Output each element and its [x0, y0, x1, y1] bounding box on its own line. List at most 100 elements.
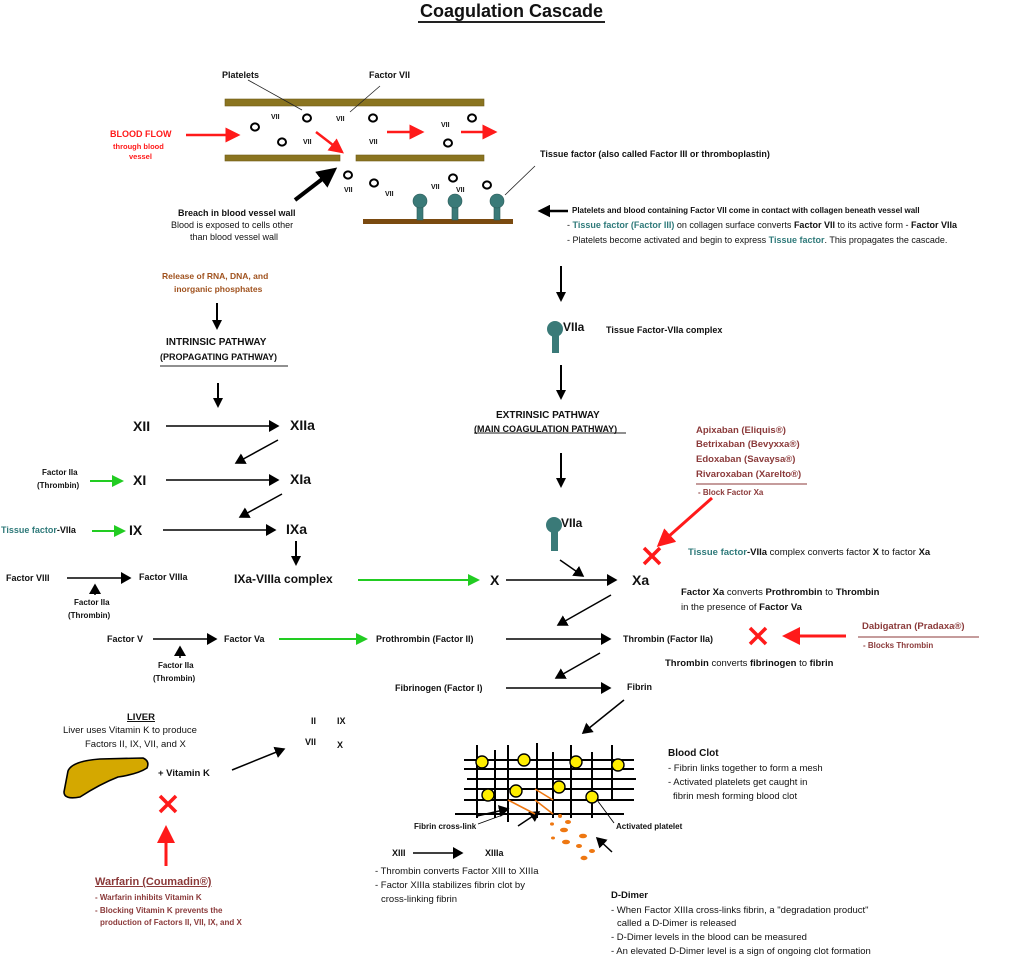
- factor-xiiia: XIIIa: [485, 848, 504, 858]
- warfarin-drug: Warfarin (Coumadin®): [95, 876, 212, 888]
- breach-line: Blood is exposed to cells other: [171, 220, 294, 230]
- extrinsic-subtitle: (MAIN COAGULATION PATHWAY): [474, 424, 618, 434]
- vii-tag: VII: [369, 139, 378, 146]
- text: Thrombin: [835, 587, 880, 598]
- factor-xii: XII: [133, 418, 151, 434]
- thrombin-note: Thrombin converts fibrinogen to fibrin: [665, 658, 833, 670]
- tissue-factor-receptors: [412, 193, 505, 221]
- xa-note: in the presence of Factor Va: [681, 602, 802, 614]
- tf-viia-note: Tissue factor-VIIa complex converts fact…: [688, 547, 930, 559]
- text: . This propagates the cascade.: [824, 235, 948, 245]
- text: to: [822, 587, 836, 598]
- fibrinogen: Fibrinogen (Factor I): [395, 683, 483, 693]
- tf-viia-complex-label: Tissue Factor-VIIa complex: [606, 325, 723, 335]
- blood-flow-sub: vessel: [129, 152, 152, 161]
- vii-tag: VII: [441, 122, 450, 129]
- text: on collagen surface converts: [674, 220, 794, 230]
- ddimer-line: - When Factor XIIIa cross-links fibrin, …: [611, 905, 869, 916]
- breach-title: Breach in blood vessel wall: [178, 208, 296, 218]
- intrinsic-title: INTRINSIC PATHWAY: [166, 337, 267, 348]
- factor-xiii: XIII: [392, 848, 406, 858]
- xa-inhibitor-drug: Edoxaban (Savaysa®): [696, 454, 796, 465]
- tf-viia-activator: Tissue factor-VIIa: [1, 525, 76, 536]
- dabigatran-effect: - Blocks Thrombin: [863, 641, 934, 650]
- liver-title: LIVER: [127, 712, 155, 723]
- thrombin-activator: Factor IIa: [158, 661, 194, 670]
- text: Thrombin: [665, 658, 709, 669]
- liver-line: Liver uses Vitamin K to produce: [63, 725, 197, 736]
- factor-xa: Xa: [632, 572, 650, 588]
- viia-label: VIIa: [563, 320, 585, 334]
- contact-line1: - Tissue factor (Factor III) on collagen…: [567, 220, 957, 231]
- text: fibrin: [809, 658, 834, 669]
- breach-line: than blood vessel wall: [190, 232, 279, 242]
- fibrin: Fibrin: [627, 682, 652, 692]
- warfarin-line: - Blocking Vitamin K prevents the: [95, 906, 223, 915]
- fibrin-mesh: [455, 743, 636, 822]
- collagen: [363, 219, 513, 224]
- blood-flow-arrows: [186, 124, 498, 154]
- thrombin: Thrombin (Factor IIa): [623, 634, 713, 644]
- ddimer-line: - An elevated D-Dimer level is a sign of…: [611, 946, 871, 957]
- vessel-wall: [224, 98, 485, 162]
- contact-line2: - Platelets become activated and begin t…: [567, 235, 947, 246]
- xiii-line: - Thrombin converts Factor XIII to XIIIa: [375, 866, 539, 877]
- xa-inhibitor-drug: Rivaroxaban (Xarelto®): [696, 469, 802, 480]
- block-x-icon: [158, 546, 768, 814]
- title-text: Coagulation Cascade: [417, 1, 606, 23]
- xa-note: Factor Xa converts Prothrombin to Thromb…: [681, 587, 880, 599]
- liver-factor: VII: [305, 737, 317, 747]
- platelets-label: Platelets: [222, 70, 260, 80]
- text: -: [567, 220, 573, 230]
- text: fibrinogen: [750, 658, 797, 669]
- factor-viiia: Factor VIIIa: [139, 572, 188, 582]
- platelets: [250, 113, 492, 190]
- thrombin-activator: (Thrombin): [153, 674, 196, 683]
- blood-flow-sub: through blood: [113, 142, 164, 151]
- liver-factor: IX: [337, 716, 346, 726]
- factor-ix: IX: [129, 522, 143, 538]
- vii-tag: VII: [303, 139, 312, 146]
- factor-viii: Factor VIII: [6, 573, 50, 583]
- text: -VIIa: [56, 525, 76, 535]
- ixa-viiia-complex: IXa-VIIIa complex: [234, 572, 333, 586]
- tissue-factor-term: Tissue factor: [768, 235, 825, 245]
- ddimer-title: D-Dimer: [611, 890, 648, 901]
- viia-label: VIIa: [561, 516, 583, 530]
- xa-inhibitor-drug: Betrixaban (Bevyxxa®): [696, 439, 800, 450]
- text: to: [796, 658, 810, 669]
- text: Factor VIIa: [910, 220, 957, 230]
- vii-tag: VII: [431, 184, 440, 191]
- factor-ixa: IXa: [286, 521, 308, 537]
- vii-tag: VII: [344, 187, 353, 194]
- fibrin-cross-link: [507, 788, 554, 815]
- xiii-line: - Factor XIIIa stabilizes fibrin clot by: [375, 880, 525, 891]
- thrombin-activator: Factor IIa: [74, 598, 110, 607]
- text: in the presence of: [681, 602, 760, 613]
- factor-vii-label: Factor VII: [369, 70, 411, 80]
- factor-xiia: XIIa: [290, 417, 315, 433]
- text: -VIIa: [746, 547, 768, 558]
- liver-factor: II: [311, 716, 317, 726]
- text: complex converts factor: [767, 547, 873, 558]
- breach-arrow: [293, 167, 338, 202]
- vii-tag: VII: [385, 191, 394, 198]
- tissue-factor-label: Tissue factor (also called Factor III or…: [540, 149, 770, 159]
- clot-line: - Fibrin links together to form a mesh: [668, 763, 823, 774]
- vitamin-k-label: + Vitamin K: [158, 768, 210, 779]
- liver-line: Factors II, IX, VII, and X: [85, 739, 186, 750]
- crosslink-label: Fibrin cross-link: [414, 822, 477, 831]
- factor-xia: XIa: [290, 471, 312, 487]
- tissue-factor-term: Tissue factor: [688, 547, 747, 558]
- page-title: Coagulation Cascade: [0, 0, 1023, 23]
- release-line: inorganic phosphates: [174, 284, 263, 294]
- liver-shape: [63, 757, 149, 799]
- text: converts: [724, 587, 766, 598]
- xa-inhibitor-effect: - Block Factor Xa: [698, 488, 764, 497]
- tf-viia-receptor: [546, 321, 563, 551]
- clot-line: - Activated platelets get caught in: [668, 777, 808, 788]
- thrombin-activator: (Thrombin): [68, 611, 111, 620]
- blood-flow-label: BLOOD FLOW: [110, 129, 172, 139]
- warfarin-line: production of Factors II, VII, IX, and X: [100, 918, 242, 927]
